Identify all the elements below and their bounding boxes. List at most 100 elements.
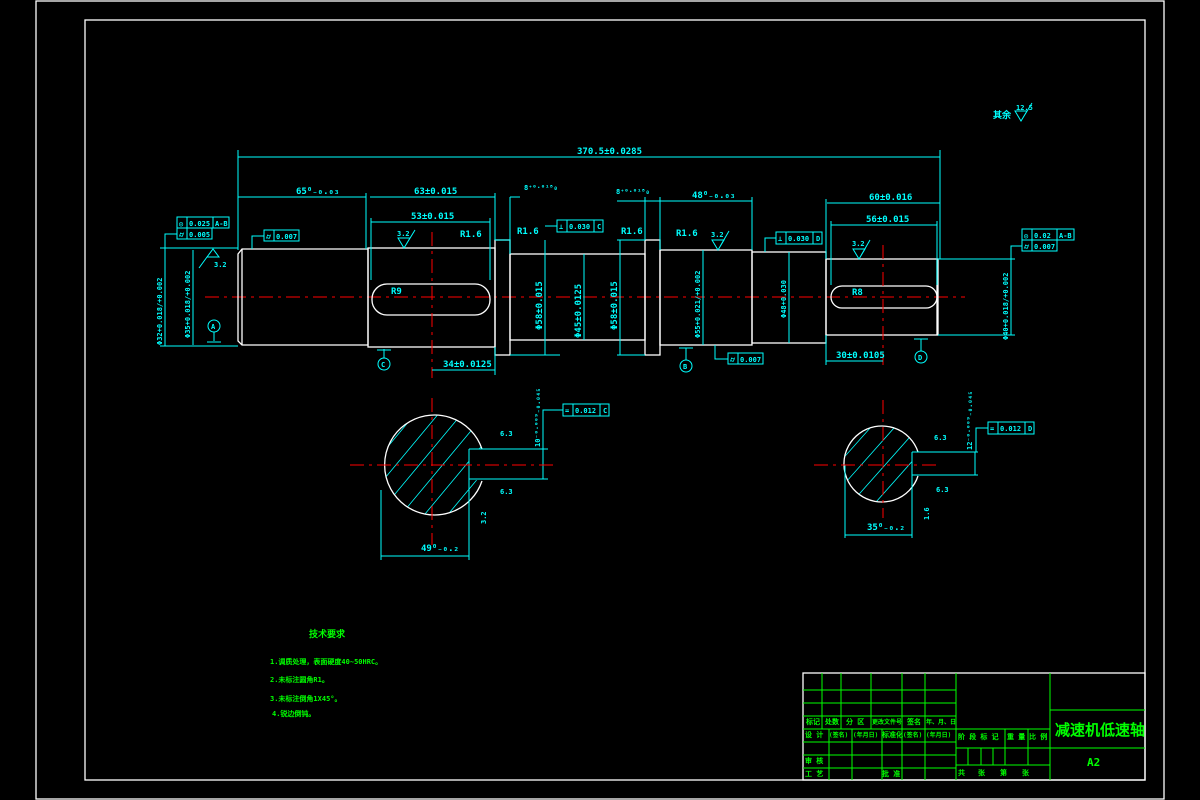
drawing-label: ⌭ xyxy=(1023,243,1030,251)
drawing-frame xyxy=(84,19,1146,781)
drawing-label: A-B xyxy=(215,220,228,228)
part-name: 减速机低速轴 xyxy=(1055,721,1145,739)
fillet-r3: R1.6 xyxy=(621,227,643,237)
slot-radius-left: R9 xyxy=(391,287,402,297)
drawing-label: = xyxy=(565,407,569,415)
drawing-label: 0.012 xyxy=(575,407,596,415)
drawing-label: A-B xyxy=(1059,232,1072,240)
slot-radius-right: R8 xyxy=(852,288,863,298)
drawing-label: 0.012 xyxy=(1000,425,1021,433)
section-right-depth: 35⁰₋₀.₂ xyxy=(867,523,905,533)
drawing-label: 批 准 xyxy=(882,769,900,778)
keyway-slot-left xyxy=(371,283,491,316)
section-left-ra-side: 3.2 xyxy=(480,511,488,524)
section-left-ra-top: 6.3 xyxy=(500,430,513,438)
drawing-label: 张 xyxy=(1022,768,1030,777)
dim-d1-length: 65⁰₋₀.₀₃ xyxy=(296,187,339,197)
datum-d: D xyxy=(918,354,922,362)
drawing-label: 处数 xyxy=(824,717,840,726)
keyway-slot-right xyxy=(830,285,938,309)
drawing-label: 0.007 xyxy=(276,233,297,241)
section-left-depth: 49⁰₋₀.₂ xyxy=(421,544,459,554)
drawing-label: C xyxy=(597,223,601,231)
tolerance-frames xyxy=(164,216,1075,452)
fillet-r2: R1.6 xyxy=(517,227,539,237)
drawing-label: 0.007 xyxy=(740,356,761,364)
drawing-label: D xyxy=(1028,425,1032,433)
roughness-b: 3.2 xyxy=(397,230,410,238)
drawing-label: = xyxy=(990,425,994,433)
dim-key1-position: 34±0.0125 xyxy=(443,360,492,370)
drawing-label: 签名 xyxy=(906,717,921,726)
section-right-ra-side: 1.6 xyxy=(923,507,931,520)
drawing-label: 第 xyxy=(1000,768,1007,777)
section-right-ra-top: 6.3 xyxy=(934,434,947,442)
dim-key2-position: 30±0.0105 xyxy=(836,351,885,361)
drawing-label: 年、月、日 xyxy=(926,718,956,726)
section-right-ra-bottom: 6.3 xyxy=(936,486,949,494)
drawing-label: 0.007 xyxy=(1034,243,1055,251)
roughness-c: 3.2 xyxy=(711,231,724,239)
drawing-label: 标准化 xyxy=(881,730,903,739)
datum-b: B xyxy=(683,363,687,371)
dim-dia6: Φ55+0.021/+0.002 xyxy=(694,271,702,338)
drawing-label: ⌭ xyxy=(729,356,736,364)
drawing-label: 设 计 xyxy=(805,730,823,739)
drawing-label: 更改文件号 xyxy=(872,718,902,726)
sheet-size: A2 xyxy=(1087,756,1100,769)
drawing-label: (年月日) xyxy=(926,731,951,739)
dim-d2-length: 63±0.015 xyxy=(414,187,457,197)
drawing-label: ◎ xyxy=(179,220,184,228)
dim-key1-length: 53±0.015 xyxy=(411,212,454,222)
dim-dia4: Φ45±0.0125 xyxy=(574,284,584,338)
drawing-label: ⊥ xyxy=(559,223,563,231)
drawing-label: 共 xyxy=(958,768,965,777)
dim-d8-length: 60±0.016 xyxy=(869,193,912,203)
drawing-label: C xyxy=(603,407,607,415)
section-left-ra-bottom: 6.3 xyxy=(500,488,513,496)
tech-req-item: 2.未标注圆角R1。 xyxy=(270,675,329,684)
tech-req-item: 1.调质处理，表面硬度40~50HRC。 xyxy=(270,657,382,666)
fillet-r4: R1.6 xyxy=(676,229,698,239)
section-right-width: 12⁻⁰·⁰⁰⁹₋₀.₀₄₅ xyxy=(966,391,974,450)
dim-dia7: Φ48+0.030 xyxy=(780,280,788,318)
drawing-label: 0.030 xyxy=(788,235,809,243)
note-ra: 12.5 xyxy=(1016,104,1033,112)
title-block: 标记 处数 分 区 更改文件号 签名 年、月、日 设 计 (签名) (年月日) … xyxy=(802,672,1146,781)
dim-collar-width: 8⁺⁰·⁰¹⁸₀ xyxy=(616,188,650,196)
dim-dia2: Φ35+0.018/+0.002 xyxy=(184,271,192,338)
drawing-label: 审 核 xyxy=(805,756,823,765)
technical-requirements: 技术要求 1.调质处理，表面硬度40~50HRC。 2.未标注圆角R1。 3.未… xyxy=(270,628,382,718)
drawing-label: 0.02 xyxy=(1034,232,1051,240)
fillet-r1: R1.6 xyxy=(460,230,482,240)
tech-req-title: 技术要求 xyxy=(309,628,346,640)
drawing-label: ⊥ xyxy=(778,235,782,243)
drawing-label: 分 区 xyxy=(846,717,864,726)
dim-dia3: Φ58±0.015 xyxy=(535,281,545,330)
drawing-label: 0.025 xyxy=(189,220,210,228)
drawing-label: ◎ xyxy=(1024,232,1029,240)
drawing-label: 0.005 xyxy=(189,231,210,239)
dim-dia5: Φ58±0.015 xyxy=(610,281,620,330)
dim-d6-length: 48⁰₋₀.₀₃ xyxy=(692,191,735,201)
datum-a: A xyxy=(211,323,216,331)
sheet-border xyxy=(35,0,1165,800)
note-label: 其余 xyxy=(993,109,1012,121)
dim-dia8: Φ40+0.018/+0.002 xyxy=(1002,273,1010,340)
section-left-width: 10⁻⁰·⁰⁰⁹₋₀.₀₄₅ xyxy=(534,388,542,447)
section-view-left: 10⁻⁰·⁰⁰⁹₋₀.₀₄₅ 49⁰₋₀.₂ 6.3 6.3 3.2 xyxy=(350,388,555,560)
tech-req-item: 4.锐边倒钝。 xyxy=(272,709,315,718)
drawing-label: 工 艺 xyxy=(805,769,823,778)
roughness-symbols xyxy=(198,229,871,269)
drawing-label: ⌭ xyxy=(178,231,185,239)
dim-overall: 370.5±0.0285 xyxy=(577,147,642,157)
section-view-right: 12⁻⁰·⁰⁰⁹₋₀.₀₄₅ 35⁰₋₀.₂ 6.3 6.3 1.6 xyxy=(814,391,978,538)
drawing-label: 标记 xyxy=(805,717,820,726)
drawing-label: (年月日) xyxy=(853,731,878,739)
roughness-a: 3.2 xyxy=(214,261,227,269)
surface-roughness-note: 其余 12.5 xyxy=(993,102,1033,122)
roughness-d: 3.2 xyxy=(852,240,865,248)
datum-c: C xyxy=(381,361,385,369)
drawing-label: 重 量 xyxy=(1007,732,1025,741)
